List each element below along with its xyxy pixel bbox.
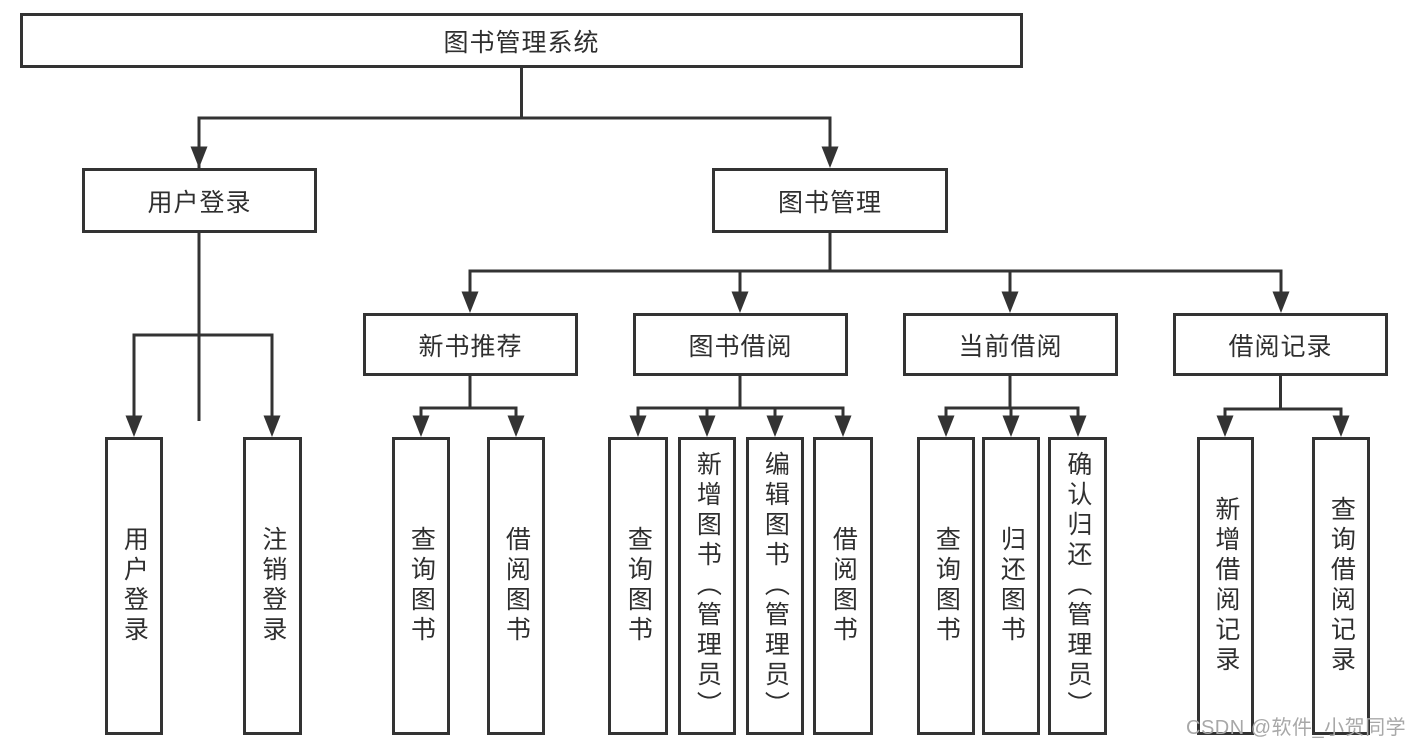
node-root: 图书管理系统: [20, 13, 1023, 68]
node-book-management-label: 图书管理: [777, 188, 882, 217]
node-current-borrow-label: 当前借阅: [958, 332, 1063, 361]
leaf-add-book-admin-label: 新增图书（管理员）: [693, 451, 722, 721]
node-book-management: 图书管理: [712, 168, 948, 233]
node-user-login-label: 用户登录: [147, 188, 252, 217]
leaf-return-books-label: 归还图书: [997, 526, 1026, 646]
leaf-return-books: 归还图书: [982, 437, 1040, 735]
node-current-borrow: 当前借阅: [903, 313, 1118, 376]
leaf-query-books-recommend: 查询图书: [392, 437, 450, 735]
node-root-label: 图书管理系统: [443, 28, 600, 57]
leaf-logout: 注销登录: [243, 437, 302, 735]
leaf-confirm-return-admin: 确认归还（管理员）: [1048, 437, 1107, 735]
leaf-query-borrow-record-label: 查询借阅记录: [1327, 496, 1356, 676]
leaf-borrow-books-recommend: 借阅图书: [487, 437, 545, 735]
leaf-add-book-admin: 新增图书（管理员）: [678, 437, 736, 735]
leaf-borrow-books-label: 借阅图书: [829, 526, 858, 646]
leaf-query-books-current: 查询图书: [917, 437, 975, 735]
leaf-user-login-label: 用户登录: [120, 526, 149, 646]
leaf-borrow-books: 借阅图书: [813, 437, 873, 735]
leaf-logout-label: 注销登录: [258, 526, 287, 646]
node-borrow-records: 借阅记录: [1173, 313, 1388, 376]
leaf-add-borrow-record-label: 新增借阅记录: [1211, 496, 1240, 676]
leaf-query-books-borrow-label: 查询图书: [624, 526, 653, 646]
leaf-edit-book-admin: 编辑图书（管理员）: [746, 437, 804, 735]
node-book-borrow-label: 图书借阅: [688, 332, 793, 361]
leaf-confirm-return-admin-label: 确认归还（管理员）: [1063, 451, 1092, 721]
node-user-login: 用户登录: [82, 168, 317, 233]
leaf-add-borrow-record: 新增借阅记录: [1197, 437, 1254, 735]
node-borrow-records-label: 借阅记录: [1228, 332, 1333, 361]
leaf-edit-book-admin-label: 编辑图书（管理员）: [761, 451, 790, 721]
leaf-borrow-books-recommend-label: 借阅图书: [502, 526, 531, 646]
leaf-query-borrow-record: 查询借阅记录: [1312, 437, 1370, 735]
leaf-query-books-borrow: 查询图书: [608, 437, 668, 735]
leaf-query-books-current-label: 查询图书: [932, 526, 961, 646]
leaf-user-login: 用户登录: [105, 437, 163, 735]
node-new-book-recommend: 新书推荐: [363, 313, 578, 376]
csdn-watermark: CSDN @软件_小贺同学: [1186, 717, 1405, 739]
node-book-borrow: 图书借阅: [633, 313, 848, 376]
node-new-book-recommend-label: 新书推荐: [418, 332, 523, 361]
leaf-query-books-recommend-label: 查询图书: [407, 526, 436, 646]
